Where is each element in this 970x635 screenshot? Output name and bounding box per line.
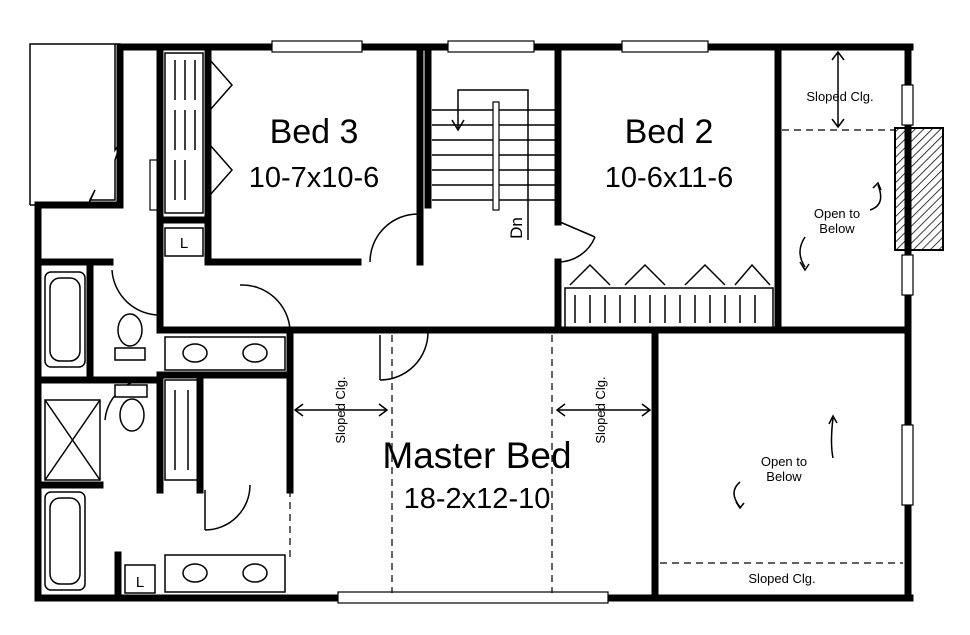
interior-walls <box>34 43 912 602</box>
windows <box>149 40 914 604</box>
master-size: 18-2x12-10 <box>404 483 551 515</box>
sloped-ceiling-lines <box>289 50 903 593</box>
sloped-ceiling-bottom-right: Sloped Clg. <box>748 571 815 586</box>
chimney <box>894 127 944 251</box>
porch-roof <box>29 43 123 206</box>
stairs-down-label: Dn <box>507 217 526 239</box>
bed3-size: 10-7x10-6 <box>249 162 380 194</box>
doors <box>104 213 596 531</box>
staircase <box>432 89 555 240</box>
sloped-ceiling-master-left: Sloped Clg. <box>333 376 348 443</box>
bed2-name: Bed 2 <box>625 113 714 151</box>
linen-upper-label: L <box>180 235 188 252</box>
bed2-size: 10-6x11-6 <box>605 162 733 194</box>
sloped-ceiling-master-right: Sloped Clg. <box>593 376 608 443</box>
closets <box>164 52 774 481</box>
labels: Bed 3 10-7x10-6 Bed 2 10-6x11-6 Master B… <box>136 89 874 591</box>
master-name: Master Bed <box>382 435 571 476</box>
bath-fixtures <box>44 227 286 594</box>
linen-lower-label: L <box>136 574 144 591</box>
sloped-ceiling-top-right: Sloped Clg. <box>806 89 873 104</box>
bed3-name: Bed 3 <box>270 113 359 151</box>
